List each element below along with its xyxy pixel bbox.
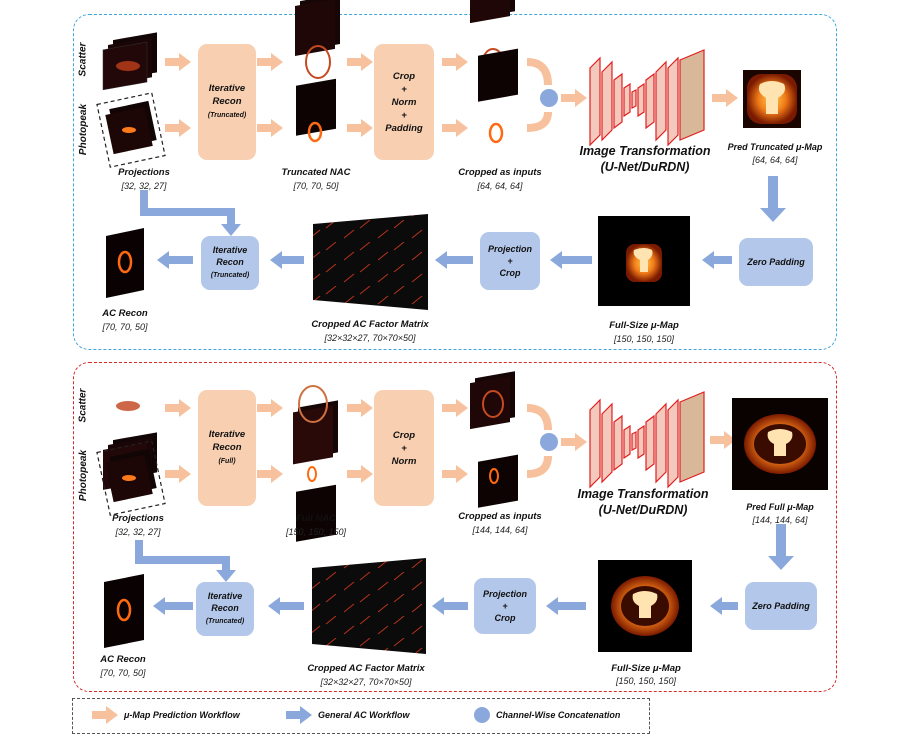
- bottom-matrix: [312, 558, 426, 654]
- top-ac-label: AC Recon: [102, 308, 148, 319]
- top-pred-truncated-image: [743, 70, 801, 128]
- bottom-projections-dim: [32, 32, 27]: [115, 527, 161, 537]
- top-side-photopeak: Photopeak: [78, 103, 90, 156]
- bottom-nac-photopeak: [296, 466, 336, 542]
- bottom-cropped-dim: [144, 144, 64]: [472, 525, 528, 535]
- bottom-fullsize-label: Full-Size μ-Map: [611, 663, 681, 674]
- top-ac-dim: [70, 70, 50]: [102, 322, 148, 332]
- top-transform-label: Image Transformation(U-Net/DuRDN): [579, 144, 711, 174]
- top-projection-crop-box: Projection+Crop: [480, 232, 540, 290]
- bottom-matrix-label: Cropped AC Factor Matrix: [307, 663, 425, 674]
- top-nac-scatter: [295, 0, 340, 79]
- bottom-pred-label: Pred Full μ-Map: [746, 502, 814, 512]
- top-crop-norm-box: Crop+Norm+Padding: [374, 44, 434, 160]
- top-scatter-stack: [102, 32, 157, 91]
- bottom-matrix-dim: [32×32×27, 70×70×50]: [320, 677, 412, 687]
- top-side-scatter: Scatter: [77, 42, 89, 77]
- top-cropped-dim: [64, 64, 64]: [477, 181, 523, 191]
- top-projections-dim: [32, 32, 27]: [121, 181, 167, 191]
- bottom-pred-dim: [144, 144, 64]: [752, 515, 808, 525]
- bottom-blue-down-arrow: [768, 524, 794, 570]
- bottom-cropped-scatter: [470, 371, 515, 430]
- top-nac-dim: [70, 70, 50]: [293, 181, 339, 191]
- top-pred-label: Pred Truncated μ-Map: [727, 142, 823, 152]
- top-concat-circle: [540, 89, 558, 107]
- bottom-zero-padding-box: Zero Padding: [745, 582, 817, 630]
- bottom-blue-arrows-row: [153, 597, 738, 615]
- top-unet-icon: [589, 49, 705, 147]
- top-matrix: [313, 214, 428, 310]
- bottom-ac-recon-image: [104, 574, 144, 648]
- bottom-pred-full-image: [732, 398, 828, 490]
- top-blue-down-arrow: [760, 176, 786, 222]
- top-pred-dim: [64, 64, 64]: [752, 155, 798, 165]
- bottom-side-photopeak: Photopeak: [78, 449, 90, 502]
- top-nac-photopeak: [296, 78, 336, 143]
- top-blue-bent-arrow: [140, 190, 241, 236]
- legend-peach-arrow-icon: [92, 706, 118, 724]
- legend-item-concat: Channel-Wise Concatenation: [496, 710, 621, 720]
- top-ac-recon-image: [106, 228, 144, 298]
- top-fullsize-dim: [150, 150, 150]: [613, 334, 675, 344]
- bottom-ac-label: AC Recon: [100, 654, 146, 665]
- bottom-panel: [73, 362, 837, 692]
- top-nac-label: Truncated NAC: [281, 167, 351, 178]
- top-fullsize-image: [598, 216, 690, 306]
- bottom-transform-label: Image Transformation(U-Net/DuRDN): [577, 487, 709, 517]
- bottom-nac-label: Full NAC: [295, 513, 337, 524]
- bottom-ac-dim: [70, 70, 50]: [100, 668, 146, 678]
- top-cropped-label: Cropped as inputs: [458, 167, 542, 178]
- legend-item-mu-map: μ-Map Prediction Workflow: [124, 710, 240, 720]
- bottom-concat-circle: [540, 433, 558, 451]
- top-panel: [73, 14, 837, 350]
- top-projections-label: Projections: [118, 167, 170, 178]
- legend-item-general-ac: General AC Workflow: [318, 710, 410, 720]
- top-photopeak-stack: [96, 92, 166, 168]
- bottom-cropped-photopeak: [478, 454, 518, 508]
- bottom-unet-icon: [589, 391, 705, 489]
- top-zero-padding-box: Zero Padding: [739, 238, 813, 286]
- top-blue-arrows-row: [157, 251, 732, 269]
- bottom-projections-label: Projections: [112, 513, 164, 524]
- bottom-projection-crop-box: Projection+Crop: [474, 578, 536, 634]
- bottom-photopeak-stack: [96, 440, 166, 516]
- top-matrix-dim: [32×32×27, 70×70×50]: [324, 333, 416, 343]
- bottom-side-scatter: Scatter: [77, 388, 89, 423]
- top-cropped-photopeak: [478, 48, 518, 144]
- bottom-blue-bent-arrow: [135, 540, 236, 582]
- legend-blue-arrow-icon: [286, 706, 312, 724]
- legend-box: [72, 698, 650, 734]
- bottom-fullsize-image: [598, 560, 692, 652]
- legend-circle-icon: [474, 707, 490, 723]
- bottom-nac-dim: [150, 150, 150]: [285, 527, 347, 537]
- bottom-nac-scatter: [293, 385, 338, 465]
- top-matrix-label: Cropped AC Factor Matrix: [311, 319, 429, 330]
- bottom-cropped-label: Cropped as inputs: [458, 511, 542, 522]
- bottom-crop-norm-box: Crop+Norm: [374, 390, 434, 506]
- bottom-fullsize-dim: [150, 150, 150]: [615, 676, 677, 686]
- top-fullsize-label: Full-Size μ-Map: [609, 320, 679, 331]
